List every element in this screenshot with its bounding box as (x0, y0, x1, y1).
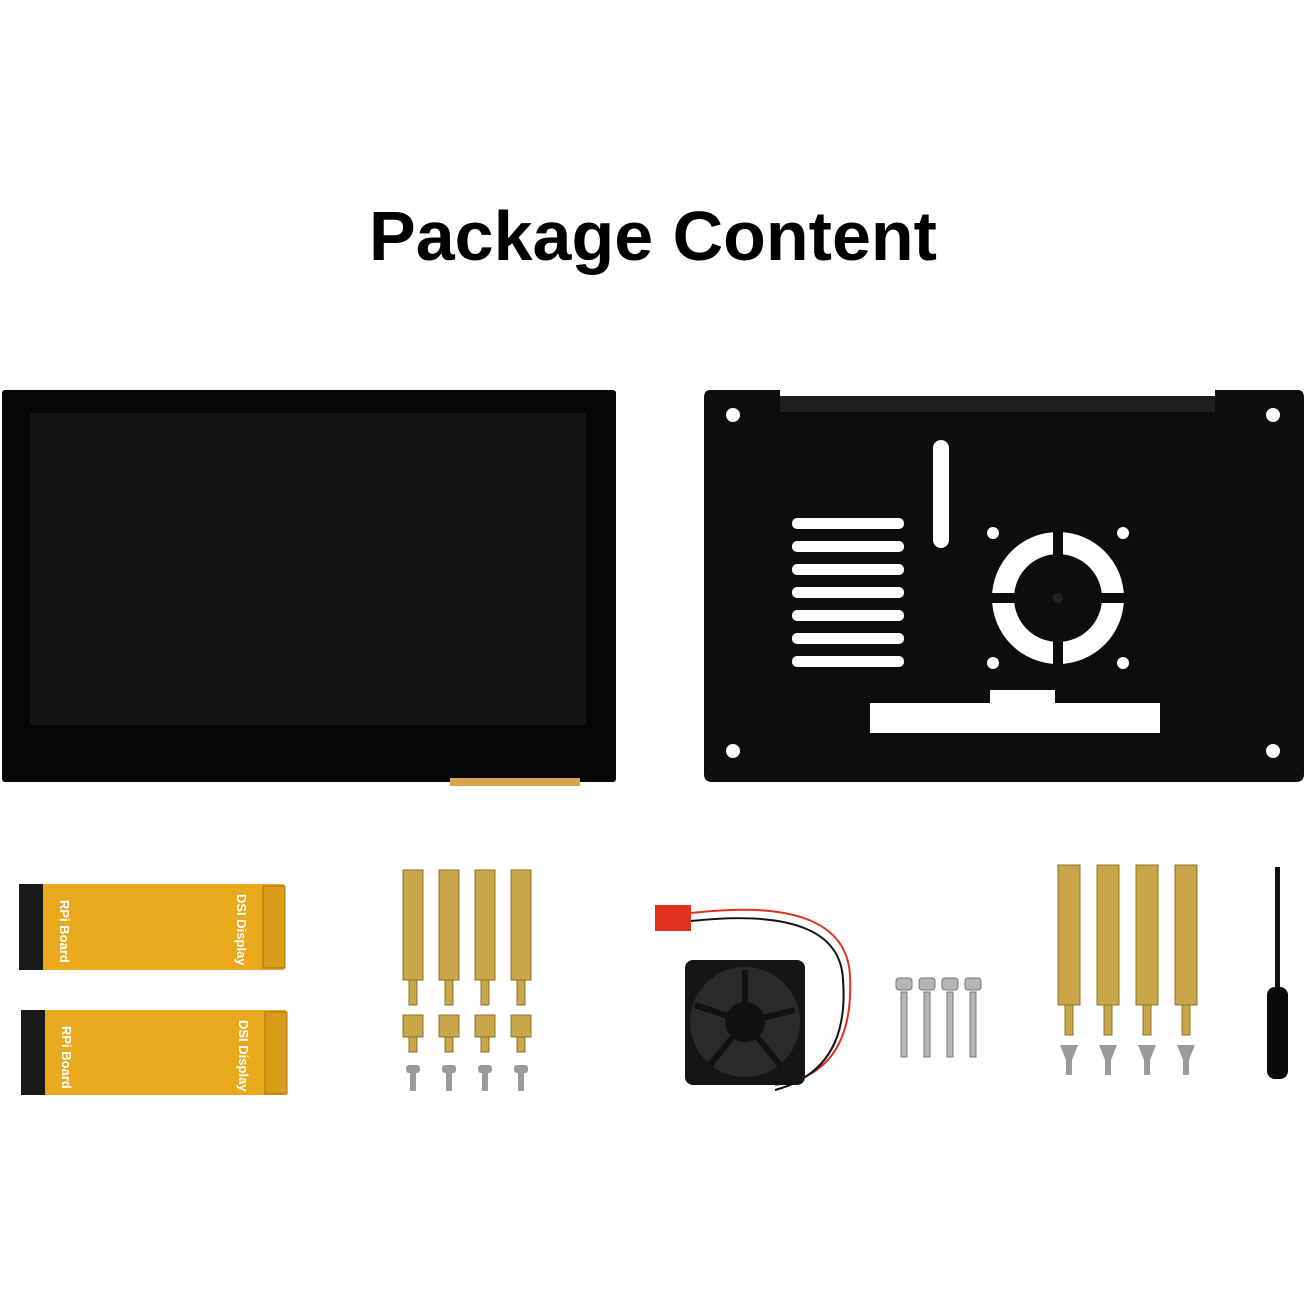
standoff (474, 869, 496, 1053)
fpc-label-rpi: RPi Board (59, 1026, 74, 1089)
standoff (438, 869, 460, 1053)
lcd-display (2, 390, 616, 786)
fan-connector (655, 905, 691, 931)
fpc-label-dsi: DSI Display (236, 1020, 251, 1092)
page-title: Package Content (369, 197, 937, 275)
standoff (510, 869, 532, 1053)
short-standoffs-set (402, 869, 532, 1091)
fpc-cable: RPi Board DSI Display (21, 1010, 288, 1095)
fpc-cables: RPi Board DSI Display RPi Board DSI Disp… (19, 884, 288, 1095)
cooling-fan (655, 905, 852, 1091)
long-standoffs-set (1057, 864, 1198, 1075)
black-case-plate (704, 390, 1304, 782)
fpc-label-dsi: DSI Display (234, 894, 249, 966)
fpc-label-rpi: RPi Board (57, 900, 72, 963)
screwdriver (1267, 867, 1288, 1079)
standoff (402, 869, 424, 1053)
fan-screws-set (895, 977, 982, 1058)
fpc-cable: RPi Board DSI Display (19, 884, 286, 970)
